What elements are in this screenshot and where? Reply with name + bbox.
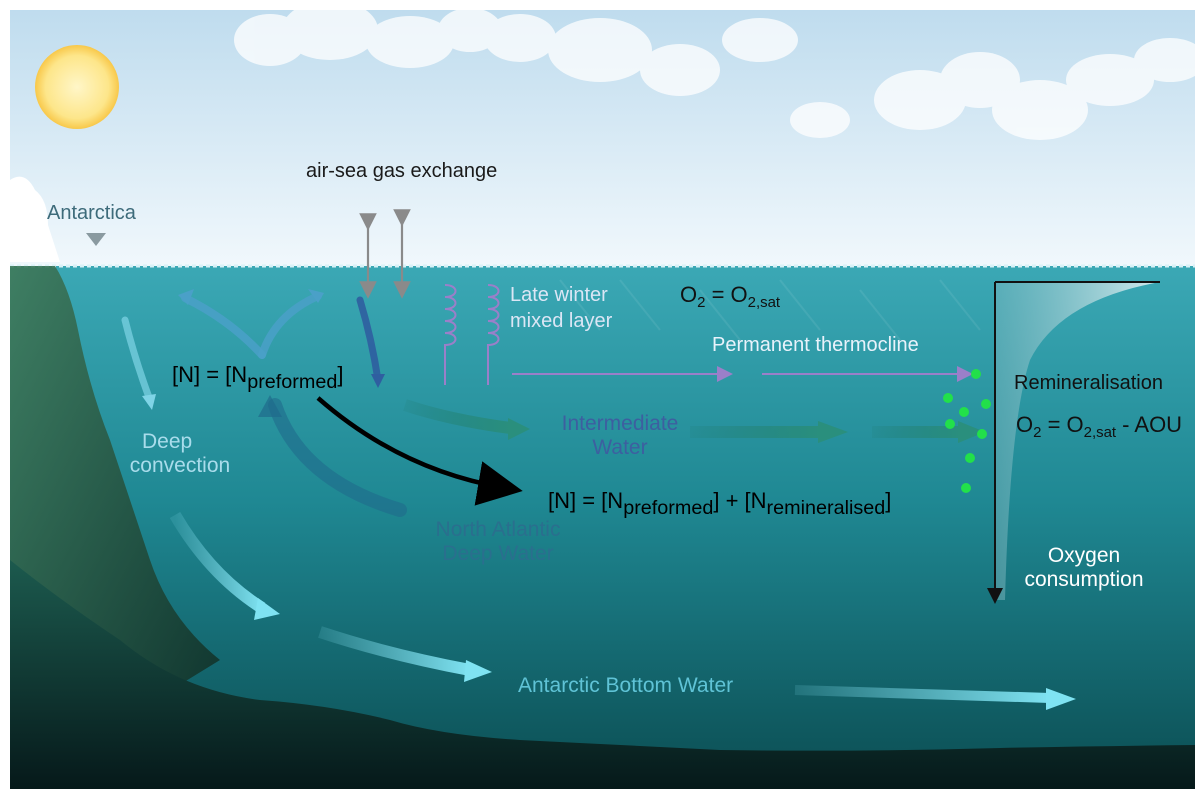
o2-aou-equation: O2 = O2,sat - AOU [1016,412,1183,442]
convection-arrows [121,289,407,517]
bottom-water-arrows [169,511,1076,710]
remineralisation-dots [943,369,991,493]
clouds [234,0,1195,140]
n-preformed-equation: [N] = [Npreformed] [172,362,344,393]
mixed-layer-label: mixed layer [510,310,613,332]
oxygen-profile [987,281,1160,604]
sun-icon [35,45,119,129]
remineralisation-path-arrow [316,396,523,506]
late-winter-label: Late winter [510,284,608,306]
gas-exchange-arrows [359,209,411,299]
mixing-coils [444,284,500,385]
remineralisation-label: Remineralisation [1014,372,1163,394]
antarctic-bottom-water-label: Antarctic Bottom Water [518,674,734,697]
texture [559,279,981,341]
antarctica-marker-icon [86,233,106,246]
permanent-thermocline-label: Permanent thermocline [712,334,919,356]
ice-shelf [10,176,60,262]
antarctica-label: Antarctica [47,202,136,224]
seafloor [10,560,1195,789]
n-total-equation: [N] = [Npreformed] + [Nremineralised] [548,488,892,519]
o2-sat-equation: O2 = O2,sat [680,282,781,312]
intermediate-water-arrows [403,399,985,443]
air-sea-exchange-label: air-sea gas exchange [306,160,498,182]
